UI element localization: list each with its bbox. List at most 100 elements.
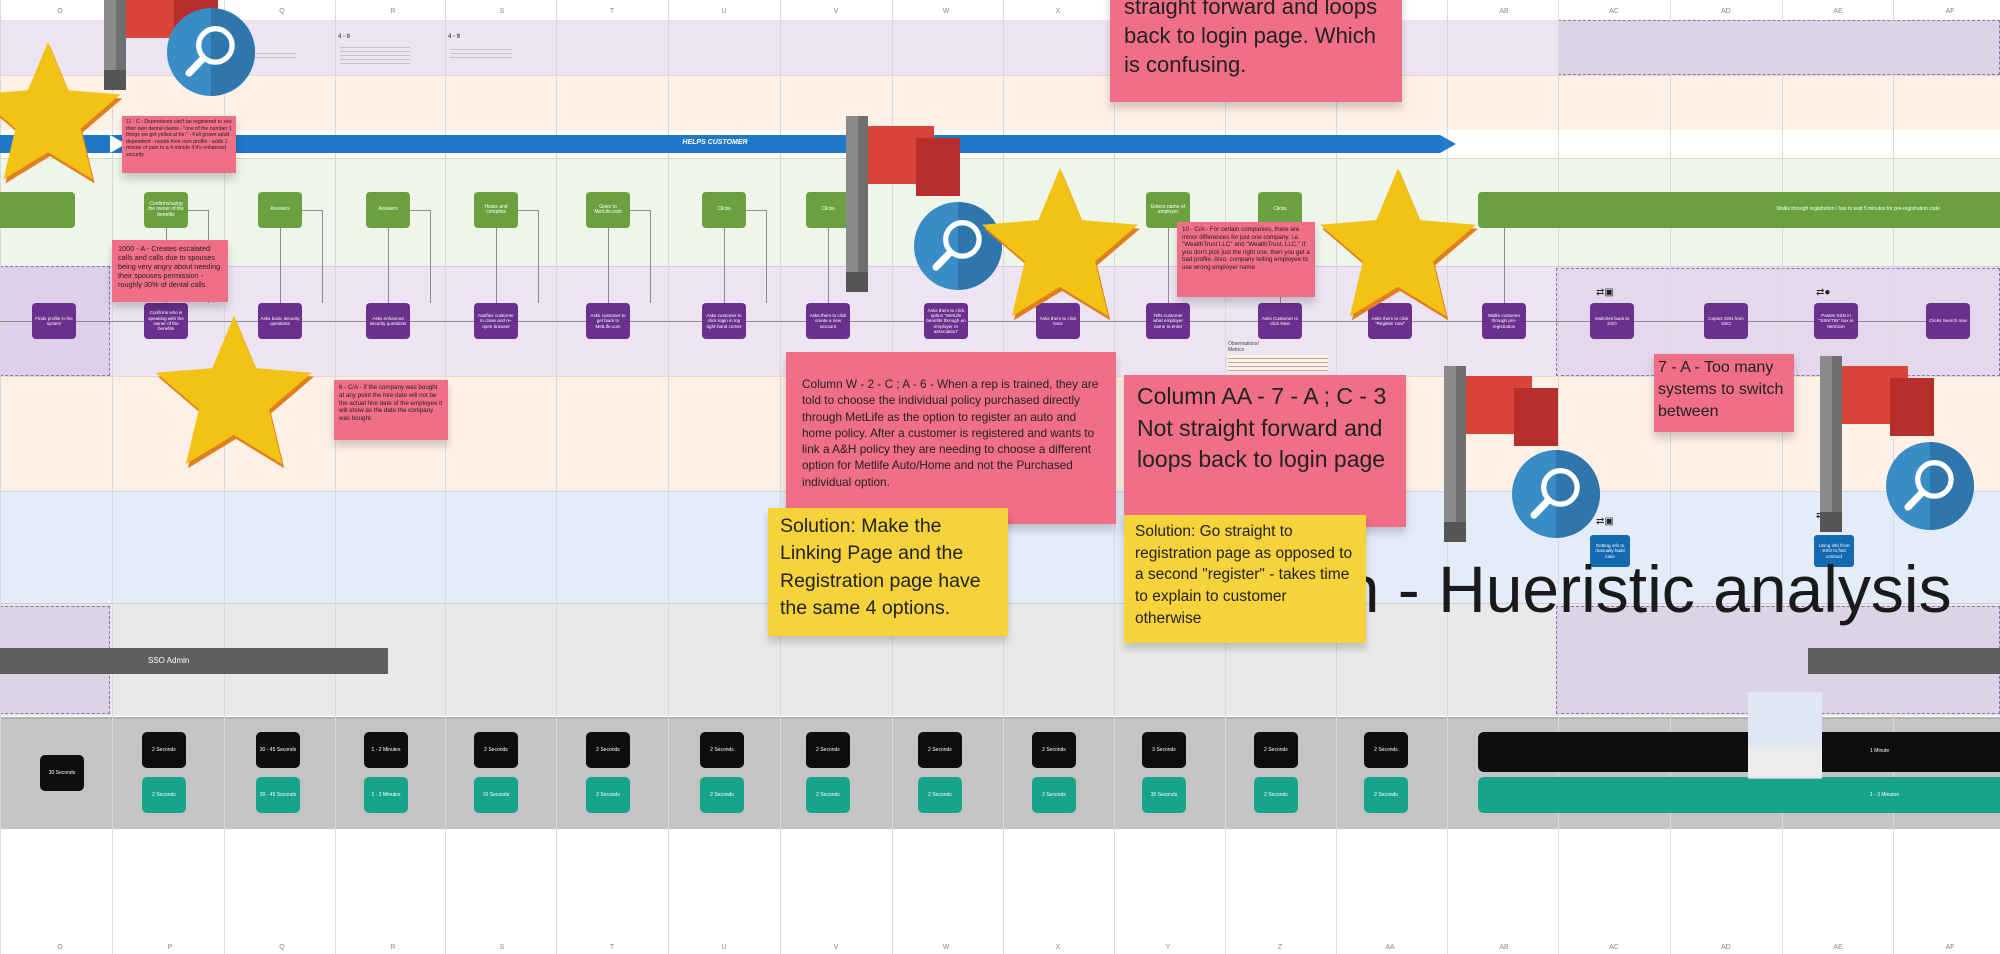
green-step[interactable]: Enters name of employer: [1146, 192, 1190, 228]
column-divider: [335, 0, 336, 954]
timing-agent[interactable]: 30 Seconds: [40, 755, 84, 791]
timing-customer[interactable]: 2 Seconds: [918, 777, 962, 813]
purple-step[interactable]: Asks them to click Next: [1036, 303, 1080, 339]
connector-line: [828, 228, 829, 303]
green-step[interactable]: Clicks: [806, 192, 850, 228]
timing-customer[interactable]: 2 Seconds: [142, 777, 186, 813]
timing-customer[interactable]: 2 Seconds: [806, 777, 850, 813]
note-top-confusing[interactable]: straight forward and loops back to login…: [1110, 0, 1402, 102]
timing-customer[interactable]: 30 Seconds: [1142, 777, 1186, 813]
star-icon: [1320, 168, 1478, 321]
timing-black-wide-label: 1 Minute: [1870, 748, 1890, 754]
purple-step[interactable]: Switches back to SSO: [1590, 303, 1634, 339]
green-step[interactable]: Answers: [366, 192, 410, 228]
timing-customer[interactable]: 2 Seconds: [700, 777, 744, 813]
timing-customer[interactable]: 10 Seconds: [474, 777, 518, 813]
purple-step[interactable]: Finds profile in the system: [32, 303, 76, 339]
timing-teal-wide[interactable]: [1478, 777, 2000, 813]
note-solution-registration[interactable]: Solution: Go straight to registration pa…: [1124, 515, 1366, 643]
note-column-aa[interactable]: Column AA - 7 - A ; C - 3 Not straight f…: [1124, 375, 1406, 527]
timing-customer[interactable]: 30 - 45 Seconds: [256, 777, 300, 813]
note-column-w[interactable]: Column W - 2 - C ; A - 6 - When a rep is…: [786, 352, 1116, 524]
purple-step[interactable]: Pastes SSN in "SSN/TIN" box in MetCare: [1814, 303, 1858, 339]
column-label-top: AC: [1609, 8, 1619, 15]
connector-line: [518, 210, 538, 211]
column-divider: [1782, 0, 1783, 954]
timing-agent[interactable]: 1 - 2 Minutes: [364, 732, 408, 768]
purple-step[interactable]: Asks customer to click login in top righ…: [702, 303, 746, 339]
purple-step[interactable]: Asks them to click create a new account: [806, 303, 850, 339]
timing-agent[interactable]: 2 Seconds: [586, 732, 630, 768]
green-step[interactable]: Goes to MetLife.com: [586, 192, 630, 228]
column-divider: [112, 0, 113, 954]
connector-line: [280, 228, 281, 303]
note-dependents[interactable]: 11 - C - Dependents can't be registered …: [122, 116, 236, 173]
timing-customer[interactable]: 2 Seconds: [1032, 777, 1076, 813]
green-step[interactable]: Confirms/using the owner of the benefits: [144, 192, 188, 228]
column-label-top: X: [1055, 8, 1061, 15]
swap-icon: ⇄●: [1816, 287, 1831, 298]
blue-step-using-info[interactable]: Using info from SSO to find contract: [1814, 535, 1854, 567]
purple-step[interactable]: Tells customer what employer name to ent…: [1146, 303, 1190, 339]
small-text-r: [340, 44, 410, 64]
timing-agent[interactable]: 2 Seconds: [1032, 732, 1076, 768]
note-solution-linking[interactable]: Solution: Make the Linking Page and the …: [768, 508, 1008, 636]
note-too-many-systems[interactable]: 7 - A - Too many systems to switch betwe…: [1654, 354, 1794, 432]
purple-step[interactable]: Copies SSN from SSO: [1704, 303, 1748, 339]
timing-agent[interactable]: 2 Seconds: [806, 732, 850, 768]
note-hire-date[interactable]: 6 - C/A - If the company was bought at a…: [334, 380, 448, 440]
green-step[interactable]: Clicks: [702, 192, 746, 228]
observations-text: [1228, 355, 1328, 371]
board-title: on - Hueristic analysis: [1306, 552, 1952, 626]
column-label-top: Q: [279, 8, 285, 15]
purple-step[interactable]: Walks customer through pre-registration: [1482, 303, 1526, 339]
connector-line: [322, 210, 323, 303]
blue-step-getting-info[interactable]: Getting info to manually build case: [1590, 535, 1630, 567]
timing-agent[interactable]: 2 Seconds: [700, 732, 744, 768]
column-label-bottom: AB: [1499, 944, 1509, 951]
column-label-bottom: O: [57, 944, 63, 951]
column-label-top: U: [721, 8, 727, 15]
purple-step[interactable]: Asks them to click option "MetLife benef…: [924, 303, 968, 339]
purple-step[interactable]: Notifies customer to close and re-open b…: [474, 303, 518, 339]
green-step[interactable]: Answers: [258, 192, 302, 228]
sso-admin-bar-right[interactable]: [1808, 648, 2000, 674]
timing-black-wide[interactable]: [1478, 732, 2000, 772]
timing-agent[interactable]: 2 Seconds: [474, 732, 518, 768]
column-divider: [668, 0, 669, 954]
green-step-registration[interactable]: Walks through registration / has to wait…: [1478, 192, 2000, 228]
purple-step[interactable]: Confirms who is speaking with the owner …: [144, 303, 188, 339]
timing-customer[interactable]: 2 Seconds: [1364, 777, 1408, 813]
purple-step[interactable]: Clicks Search now: [1926, 303, 1970, 339]
timing-agent[interactable]: 2 Seconds: [1254, 732, 1298, 768]
column-label-top: S: [499, 8, 505, 15]
timing-agent[interactable]: 2 Seconds: [1364, 732, 1408, 768]
sso-admin-bar[interactable]: [0, 648, 388, 674]
timing-customer[interactable]: 2 Seconds: [1254, 777, 1298, 813]
purple-step[interactable]: Asks customer to get back to MetLife.com: [586, 303, 630, 339]
timing-customer[interactable]: 2 Seconds: [586, 777, 630, 813]
purple-step[interactable]: Asks them to click "Register now": [1368, 303, 1412, 339]
lane-peach-top: [0, 75, 2000, 131]
star-icon: [156, 316, 314, 469]
green-step-left-edge[interactable]: [0, 192, 75, 228]
purple-step[interactable]: Asks enhanced security questions: [366, 303, 410, 339]
column-label-top: V: [833, 8, 839, 15]
timing-agent[interactable]: 2 Seconds: [142, 732, 186, 768]
helps-customer-label: HELPS CUSTOMER: [682, 139, 748, 146]
sso-admin-label: SSO Admin: [148, 656, 190, 665]
purple-step[interactable]: Asks Customer to click Next: [1258, 303, 1302, 339]
timing-agent[interactable]: 30 - 45 Seconds: [256, 732, 300, 768]
note-escalated-calls[interactable]: 1000 - A - Creates escalated calls and c…: [112, 240, 228, 302]
note-company-names[interactable]: 10 - C/A - For certain companies, there …: [1177, 222, 1315, 297]
timing-agent[interactable]: 3 Seconds: [1142, 732, 1186, 768]
green-step[interactable]: Hears and complies: [474, 192, 518, 228]
connector-line: [1168, 228, 1169, 303]
timing-agent[interactable]: 2 Seconds: [918, 732, 962, 768]
column-label-bottom: AC: [1609, 944, 1619, 951]
column-label-bottom: U: [721, 944, 727, 951]
timing-overlay-box-lower: [1748, 747, 1822, 777]
timing-customer[interactable]: 1 - 2 Minutes: [364, 777, 408, 813]
purple-step[interactable]: Asks basic security questions: [258, 303, 302, 339]
